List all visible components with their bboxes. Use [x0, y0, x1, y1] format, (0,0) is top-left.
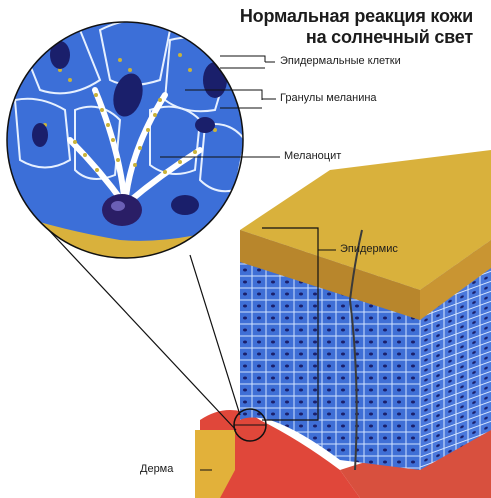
hair: [349, 229, 363, 301]
label-melanocyte: Меланоцит: [284, 150, 342, 162]
label-melanin-granules: Гранулы меланина: [280, 92, 377, 104]
diagram-title-line1: Нормальная реакция кожи: [239, 6, 473, 26]
label-epidermis: Эпидермис: [340, 243, 398, 255]
magnified-view: [7, 22, 243, 258]
zoom-connector-right: [29, 209, 237, 431]
cell-nuclei: [32, 41, 227, 215]
label-leaders: [160, 55, 280, 471]
dermis-layer: [200, 410, 360, 498]
diagram-title-line2: на солнечный свет: [305, 27, 473, 47]
zoom-connector-left: [189, 254, 241, 416]
melanin-granules: [43, 53, 217, 174]
skin-surface: [240, 150, 491, 290]
magnified-circle-border: [6, 21, 244, 259]
label-dermis: Дерма: [140, 463, 174, 475]
epidermis-bracket: [262, 227, 319, 421]
label-epidermal-cells: Эпидермальные клетки: [280, 55, 401, 67]
skin-block: [195, 150, 491, 498]
